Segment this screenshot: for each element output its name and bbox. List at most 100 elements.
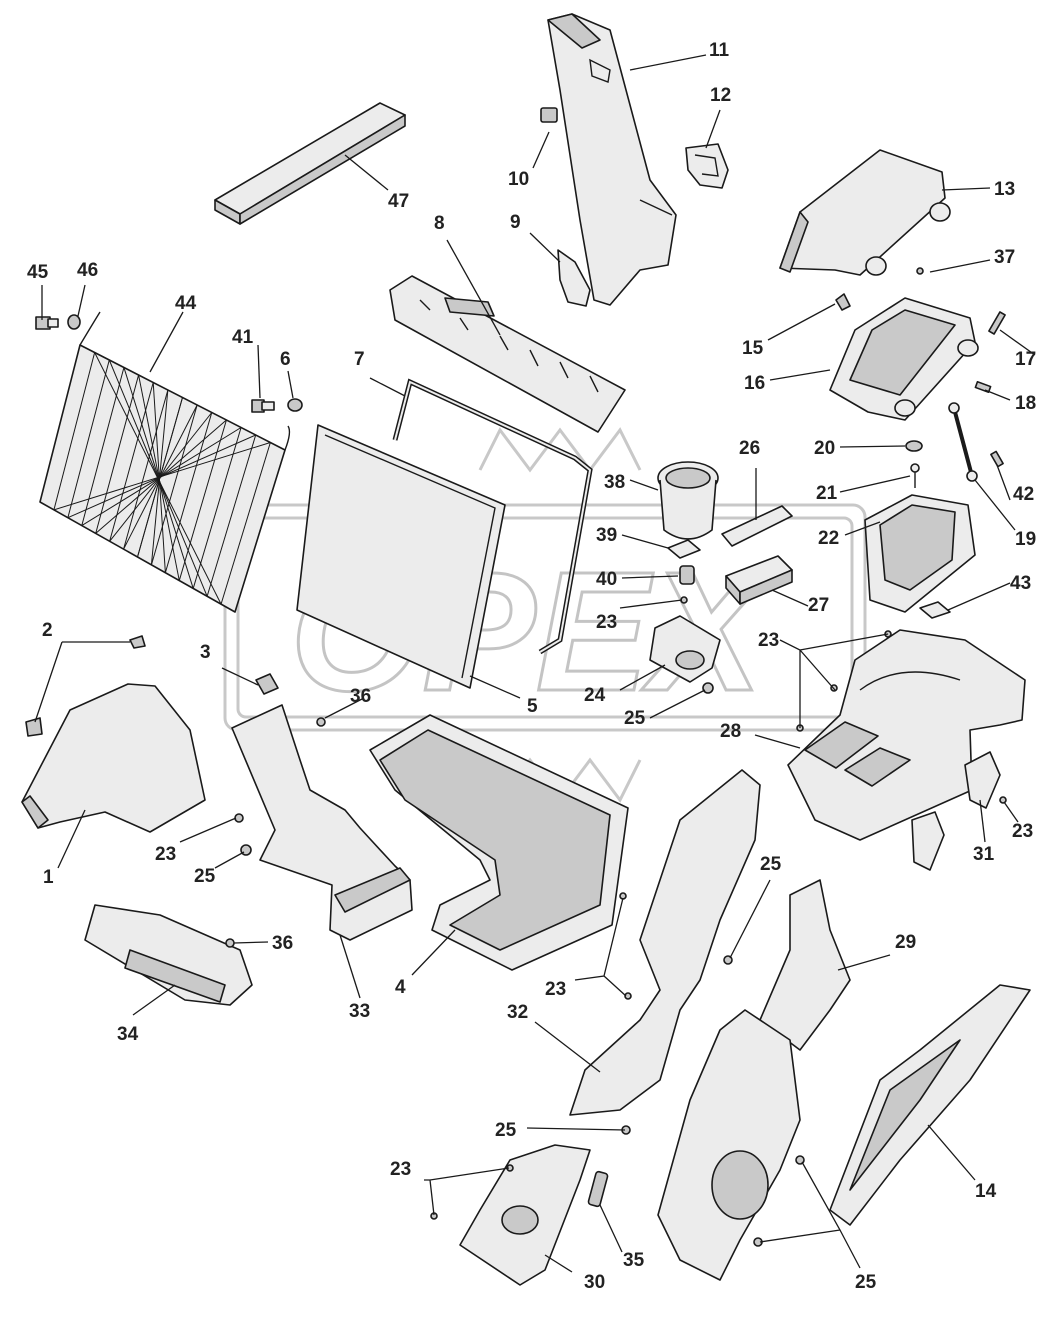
- part-bolt-45: [35, 316, 59, 330]
- net-strand: [206, 434, 257, 597]
- callout-25d: 25: [495, 1120, 517, 1141]
- callout-46: 46: [77, 260, 98, 281]
- part-foam-strip: [214, 102, 406, 225]
- part-washer-46: [67, 314, 81, 330]
- callout-13: 13: [994, 179, 1015, 200]
- callout-36b: 36: [272, 933, 293, 954]
- part-bump-15: [835, 293, 851, 311]
- callout-34: 34: [117, 1024, 139, 1045]
- part-side-trim-1: [21, 683, 206, 833]
- callout-3: 3: [200, 642, 211, 663]
- part-duct-33: [231, 704, 413, 941]
- callout-6: 6: [280, 349, 291, 370]
- callout-23a: 23: [596, 612, 617, 633]
- callout-1: 1: [43, 867, 54, 888]
- net-strand: [178, 419, 227, 581]
- part-trim-14: [829, 984, 1031, 1226]
- callout-23b: 23: [758, 630, 779, 651]
- callout-11: 11: [709, 40, 730, 61]
- callout-8: 8: [434, 213, 445, 234]
- part-bush-40: [679, 565, 695, 585]
- part-spring-35: [587, 1170, 609, 1208]
- callout-43: 43: [1010, 573, 1031, 594]
- callouts: 47 11 12 10 9 13 37 8 45 46 44 41 6 7 15…: [27, 40, 1036, 1293]
- callout-24: 24: [584, 685, 606, 706]
- callout-23e: 23: [545, 979, 566, 1000]
- callout-33: 33: [349, 1001, 370, 1022]
- part-cupholder-38: [657, 461, 719, 540]
- part-pin-42: [990, 450, 1004, 468]
- part-sill-34: [84, 904, 253, 1006]
- part-cargo-net: [39, 311, 291, 613]
- callout-32: 32: [507, 1002, 528, 1023]
- callout-37: 37: [994, 247, 1015, 268]
- part-storage-bin-22: [864, 494, 976, 613]
- callout-25c: 25: [760, 854, 782, 875]
- callout-7: 7: [354, 349, 365, 370]
- callout-23c: 23: [155, 844, 176, 865]
- callout-25b: 25: [194, 866, 216, 887]
- callout-47: 47: [388, 191, 409, 212]
- callout-5: 5: [527, 696, 538, 717]
- part-gas-strut-19: [948, 402, 978, 482]
- callout-14: 14: [975, 1181, 997, 1202]
- net-strand: [67, 359, 110, 518]
- part-trim-panel-32: [569, 769, 761, 1116]
- part-console-28: [787, 629, 1026, 841]
- callout-4: 4: [395, 977, 406, 998]
- part-duct-29: [759, 879, 851, 1051]
- callout-18: 18: [1015, 393, 1036, 414]
- callout-27: 27: [808, 595, 829, 616]
- callout-19: 19: [1015, 529, 1036, 550]
- callout-36a: 36: [350, 686, 371, 707]
- callout-44: 44: [175, 293, 197, 314]
- part-clip-2a: [129, 635, 146, 649]
- callout-39: 39: [596, 525, 617, 546]
- callout-45: 45: [27, 262, 49, 283]
- part-floor-tray-4: [369, 714, 629, 971]
- callout-22: 22: [818, 528, 839, 549]
- part-grommet-20: [905, 440, 923, 452]
- part-plate-26: [721, 505, 793, 547]
- callout-26: 26: [739, 438, 760, 459]
- part-spring-17: [988, 311, 1006, 335]
- callout-10: 10: [508, 169, 529, 190]
- part-glovebox-16: [829, 297, 979, 421]
- part-floor-lid: [296, 424, 506, 689]
- part-lower-panel: [657, 1009, 801, 1281]
- callout-29: 29: [895, 932, 916, 953]
- part-clip-43: [919, 601, 951, 619]
- part-bracket-12: [685, 143, 729, 189]
- callout-21: 21: [816, 483, 838, 504]
- part-nut-6: [287, 398, 303, 412]
- part-dash-panel-8: [389, 275, 626, 433]
- callout-40: 40: [596, 569, 617, 590]
- callout-30: 30: [584, 1272, 605, 1293]
- callout-15: 15: [742, 338, 764, 359]
- net-strand: [220, 442, 271, 605]
- callout-41: 41: [232, 327, 254, 348]
- callout-25e: 25: [855, 1272, 877, 1293]
- part-latch-31: [911, 751, 1001, 871]
- callout-38: 38: [604, 472, 625, 493]
- callout-35: 35: [623, 1250, 645, 1271]
- part-seal-7-inner: [394, 380, 592, 653]
- part-clip-10: [540, 107, 558, 123]
- part-clip-3: [255, 673, 279, 695]
- callout-20: 20: [814, 438, 835, 459]
- net-strand: [53, 442, 271, 511]
- part-screw-21: [910, 463, 920, 488]
- callout-17: 17: [1015, 349, 1036, 370]
- leader-lines: [34, 54, 1036, 1273]
- net-strand: [53, 352, 96, 510]
- part-pillar-trim: [547, 13, 677, 306]
- part-pin-18: [974, 380, 992, 394]
- callout-16: 16: [744, 373, 765, 394]
- callout-9: 9: [510, 212, 521, 233]
- part-pad-39: [667, 539, 701, 559]
- net-strand: [123, 389, 169, 550]
- part-switch-27: [725, 555, 793, 605]
- part-glovebox-lid: [779, 149, 951, 276]
